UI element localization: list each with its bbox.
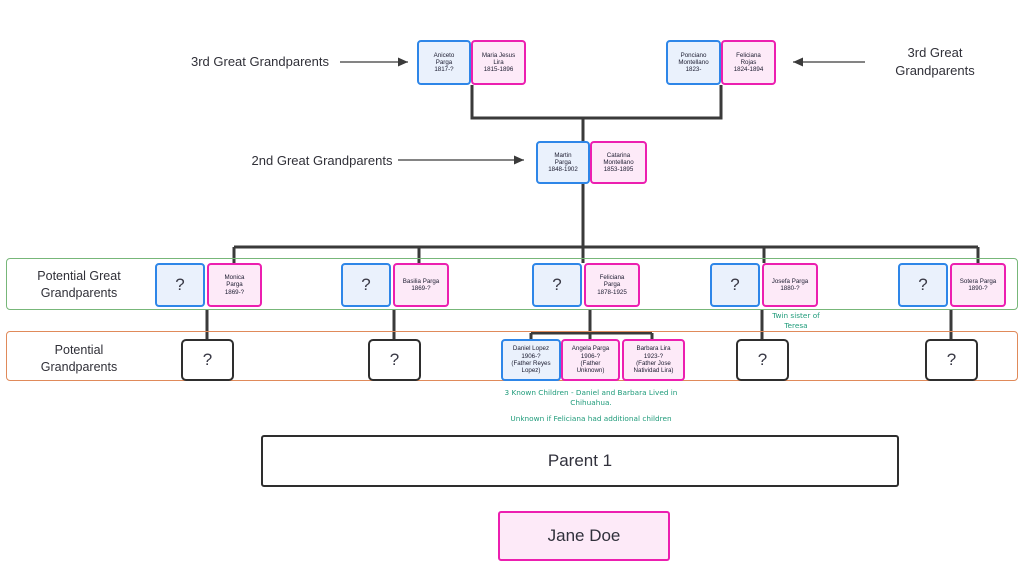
note-known-children: 3 Known Children - Daniel and Barbara Li… bbox=[504, 388, 678, 408]
person-card-maria-jesus-lira[interactable]: Maria Jesus Lira 1815-1896 bbox=[471, 40, 526, 85]
annotation-3rd-great-grandparents-left: 3rd Great Grandparents bbox=[190, 54, 330, 69]
person-card-ponciano-montellano[interactable]: Ponciano Montellano 1823- bbox=[666, 40, 721, 85]
person-card-unknown-grandparent-4[interactable]: ? bbox=[925, 339, 978, 381]
person-card-unknown-spouse-5[interactable]: ? bbox=[898, 263, 948, 307]
group-potential-great-grandparents bbox=[6, 258, 1018, 310]
person-card-basilia-parga[interactable]: Basilia Parga 1869-? bbox=[393, 263, 449, 307]
person-card-feliciana-rojas[interactable]: Feliciana Rojas 1824-1894 bbox=[721, 40, 776, 85]
person-card-aniceto-parga[interactable]: Aniceto Parga 1817-? bbox=[417, 40, 471, 85]
person-card-feliciana-parga[interactable]: Feliciana Parga 1878-1925 bbox=[584, 263, 640, 307]
person-card-monica-parga[interactable]: Monica Parga 1869-? bbox=[207, 263, 262, 307]
person-card-unknown-grandparent-3[interactable]: ? bbox=[736, 339, 789, 381]
person-card-unknown-grandparent-2[interactable]: ? bbox=[368, 339, 421, 381]
person-card-unknown-spouse-2[interactable]: ? bbox=[341, 263, 391, 307]
group-label-potential-great-grandparents: Potential Great Grandparents bbox=[37, 269, 121, 300]
person-card-catarina-montellano[interactable]: Catarina Montellano 1853-1895 bbox=[590, 141, 647, 184]
person-card-angela-parga[interactable]: Angela Parga 1906-? (Father Unknown) bbox=[561, 339, 620, 381]
note-unknown-additional-children: Unknown if Feliciana had additional chil… bbox=[510, 414, 672, 423]
person-card-sotera-parga[interactable]: Sotera Parga 1890-? bbox=[950, 263, 1006, 307]
person-card-unknown-spouse-4[interactable]: ? bbox=[710, 263, 760, 307]
annotation-2nd-great-grandparents: 2nd Great Grandparents bbox=[251, 153, 393, 168]
group-label-potential-grandparents: Potential Grandparents bbox=[40, 343, 118, 374]
annotation-3rd-great-grandparents-right: 3rd Great Grandparents bbox=[895, 45, 975, 78]
person-card-subject-jane-doe[interactable]: Jane Doe bbox=[498, 511, 670, 561]
person-card-barbara-lira[interactable]: Barbara Lira 1923-? (Father Jose Nativid… bbox=[622, 339, 685, 381]
person-card-unknown-spouse-3[interactable]: ? bbox=[532, 263, 582, 307]
note-twin-sister: Twin sister of Teresa bbox=[772, 311, 820, 331]
person-card-martin-parga[interactable]: Martin Parga 1848-1902 bbox=[536, 141, 590, 184]
person-card-daniel-lopez[interactable]: Daniel Lopez 1906-? (Father Reyes Lopez) bbox=[501, 339, 561, 381]
person-card-josefa-parga[interactable]: Josefa Parga 1880-? bbox=[762, 263, 818, 307]
person-card-unknown-grandparent-1[interactable]: ? bbox=[181, 339, 234, 381]
person-card-unknown-spouse-1[interactable]: ? bbox=[155, 263, 205, 307]
person-card-parent-1[interactable]: Parent 1 bbox=[261, 435, 899, 487]
